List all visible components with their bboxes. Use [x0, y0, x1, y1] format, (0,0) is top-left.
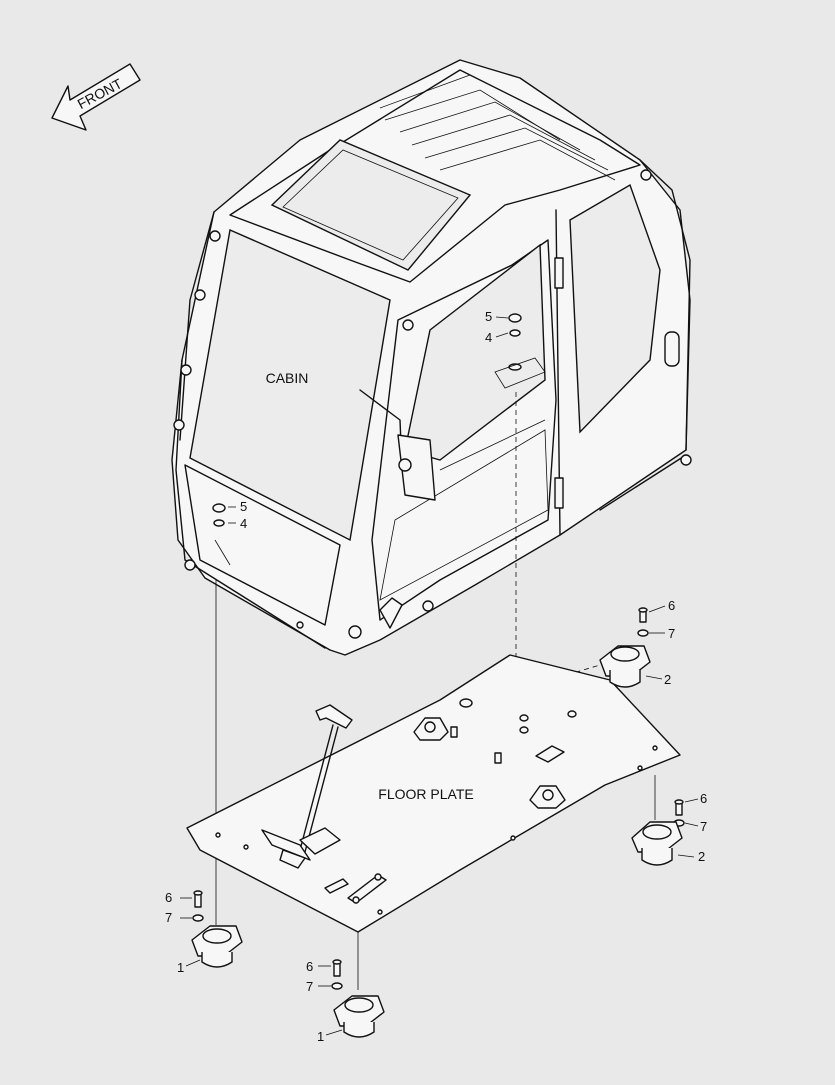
mount-assembly-left — [191, 890, 243, 968]
callout-4-lower: 4 — [240, 516, 247, 531]
cabin: CABIN — [171, 59, 692, 656]
callout-1-center: 1 — [317, 1029, 324, 1044]
callout-7-right-lower: 7 — [700, 819, 707, 834]
floor-plate: FLOOR PLATE — [186, 654, 681, 933]
callout-5-upper: 5 — [485, 309, 492, 324]
mount-assembly-center — [331, 959, 385, 1038]
callout-2-right-upper: 2 — [664, 672, 671, 687]
mount-assembly-right-lower — [631, 799, 685, 866]
callout-6-right-lower: 6 — [700, 791, 707, 806]
callout-2-right-lower: 2 — [698, 849, 705, 864]
callout-7-right-upper: 7 — [668, 626, 675, 641]
callout-7-left: 7 — [165, 910, 172, 925]
callout-6-left: 6 — [165, 890, 172, 905]
callout-7-center: 7 — [306, 979, 313, 994]
floor-plate-label: FLOOR PLATE — [378, 786, 473, 802]
callout-6-right-upper: 6 — [668, 598, 675, 613]
callout-1-left: 1 — [177, 960, 184, 975]
callout-4-upper: 4 — [485, 330, 492, 345]
callout-5-lower: 5 — [240, 499, 247, 514]
callout-6-center: 6 — [306, 959, 313, 974]
mount-assembly-right-upper — [599, 607, 651, 688]
cabin-label: CABIN — [266, 370, 309, 386]
front-arrow-icon: FRONT — [51, 63, 141, 131]
